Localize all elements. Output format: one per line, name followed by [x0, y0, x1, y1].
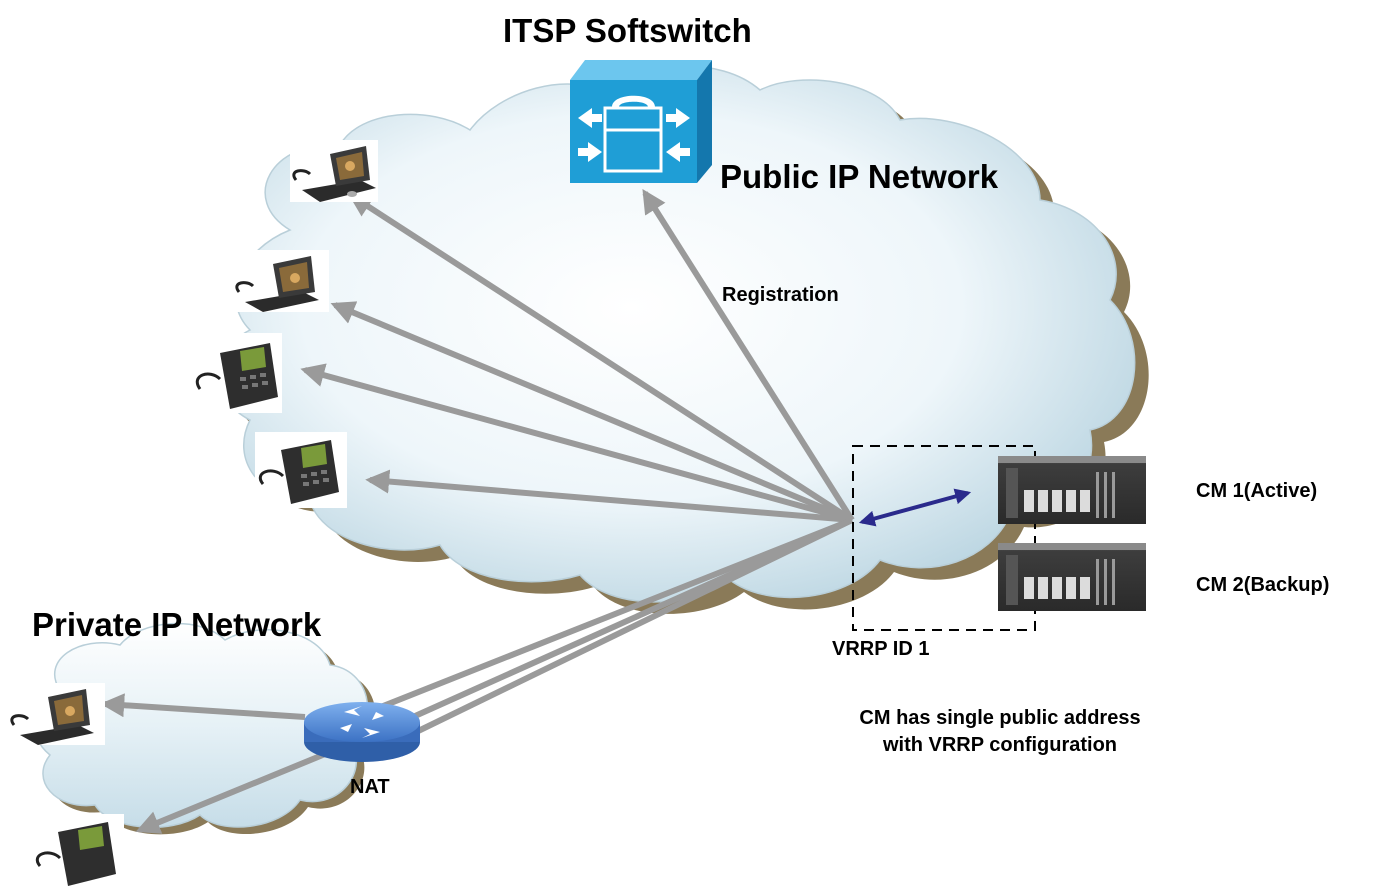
arrow-to-private-video-phone	[100, 693, 306, 720]
arrow-to-video-phone-2	[330, 301, 854, 523]
vrrp-note-line-1: CM has single public address	[859, 707, 1141, 729]
private-network-title: Private IP Network	[32, 606, 322, 643]
nat-label: NAT	[350, 776, 390, 798]
video-phone-icon	[233, 250, 329, 312]
softswitch-icon	[570, 60, 712, 183]
registration-label: Registration	[722, 284, 839, 306]
cm2-label: CM 2(Backup)	[1196, 574, 1330, 596]
arrow-registration	[642, 188, 855, 522]
video-phone-icon	[290, 140, 378, 202]
cm1-label: CM 1(Active)	[1196, 480, 1318, 502]
nat-uplink-3	[408, 517, 854, 738]
chassis-icon	[998, 456, 1146, 524]
router-icon	[304, 702, 420, 762]
ip-phone-icon	[190, 333, 282, 413]
ip-phone-icon	[32, 814, 124, 886]
arrow-to-video-phone-1	[347, 193, 854, 523]
connection-arrows	[100, 188, 855, 834]
arrow-to-private-ip-phone	[135, 749, 332, 834]
vrrp-note-line-2: with VRRP configuration	[882, 734, 1118, 756]
vrrp-link-arrow	[858, 488, 972, 527]
nat-uplink-1	[366, 517, 854, 715]
vrrp-id-label: VRRP ID 1	[832, 638, 930, 660]
public-network-title: Public IP Network	[720, 158, 999, 195]
softswitch-title: ITSP Softswitch	[503, 12, 752, 49]
vrrp-group-box	[852, 445, 1036, 631]
public-ip-network-cloud	[219, 65, 1149, 614]
arrow-to-ip-phone-1	[300, 363, 853, 523]
video-phone-icon	[10, 683, 105, 745]
vrrp-note: CM has single public address with VRRP c…	[790, 705, 1210, 759]
chassis-icon	[998, 543, 1146, 611]
ip-phone-icon	[255, 432, 347, 508]
arrow-to-ip-phone-2	[365, 469, 853, 523]
private-ip-network-cloud	[33, 622, 376, 835]
